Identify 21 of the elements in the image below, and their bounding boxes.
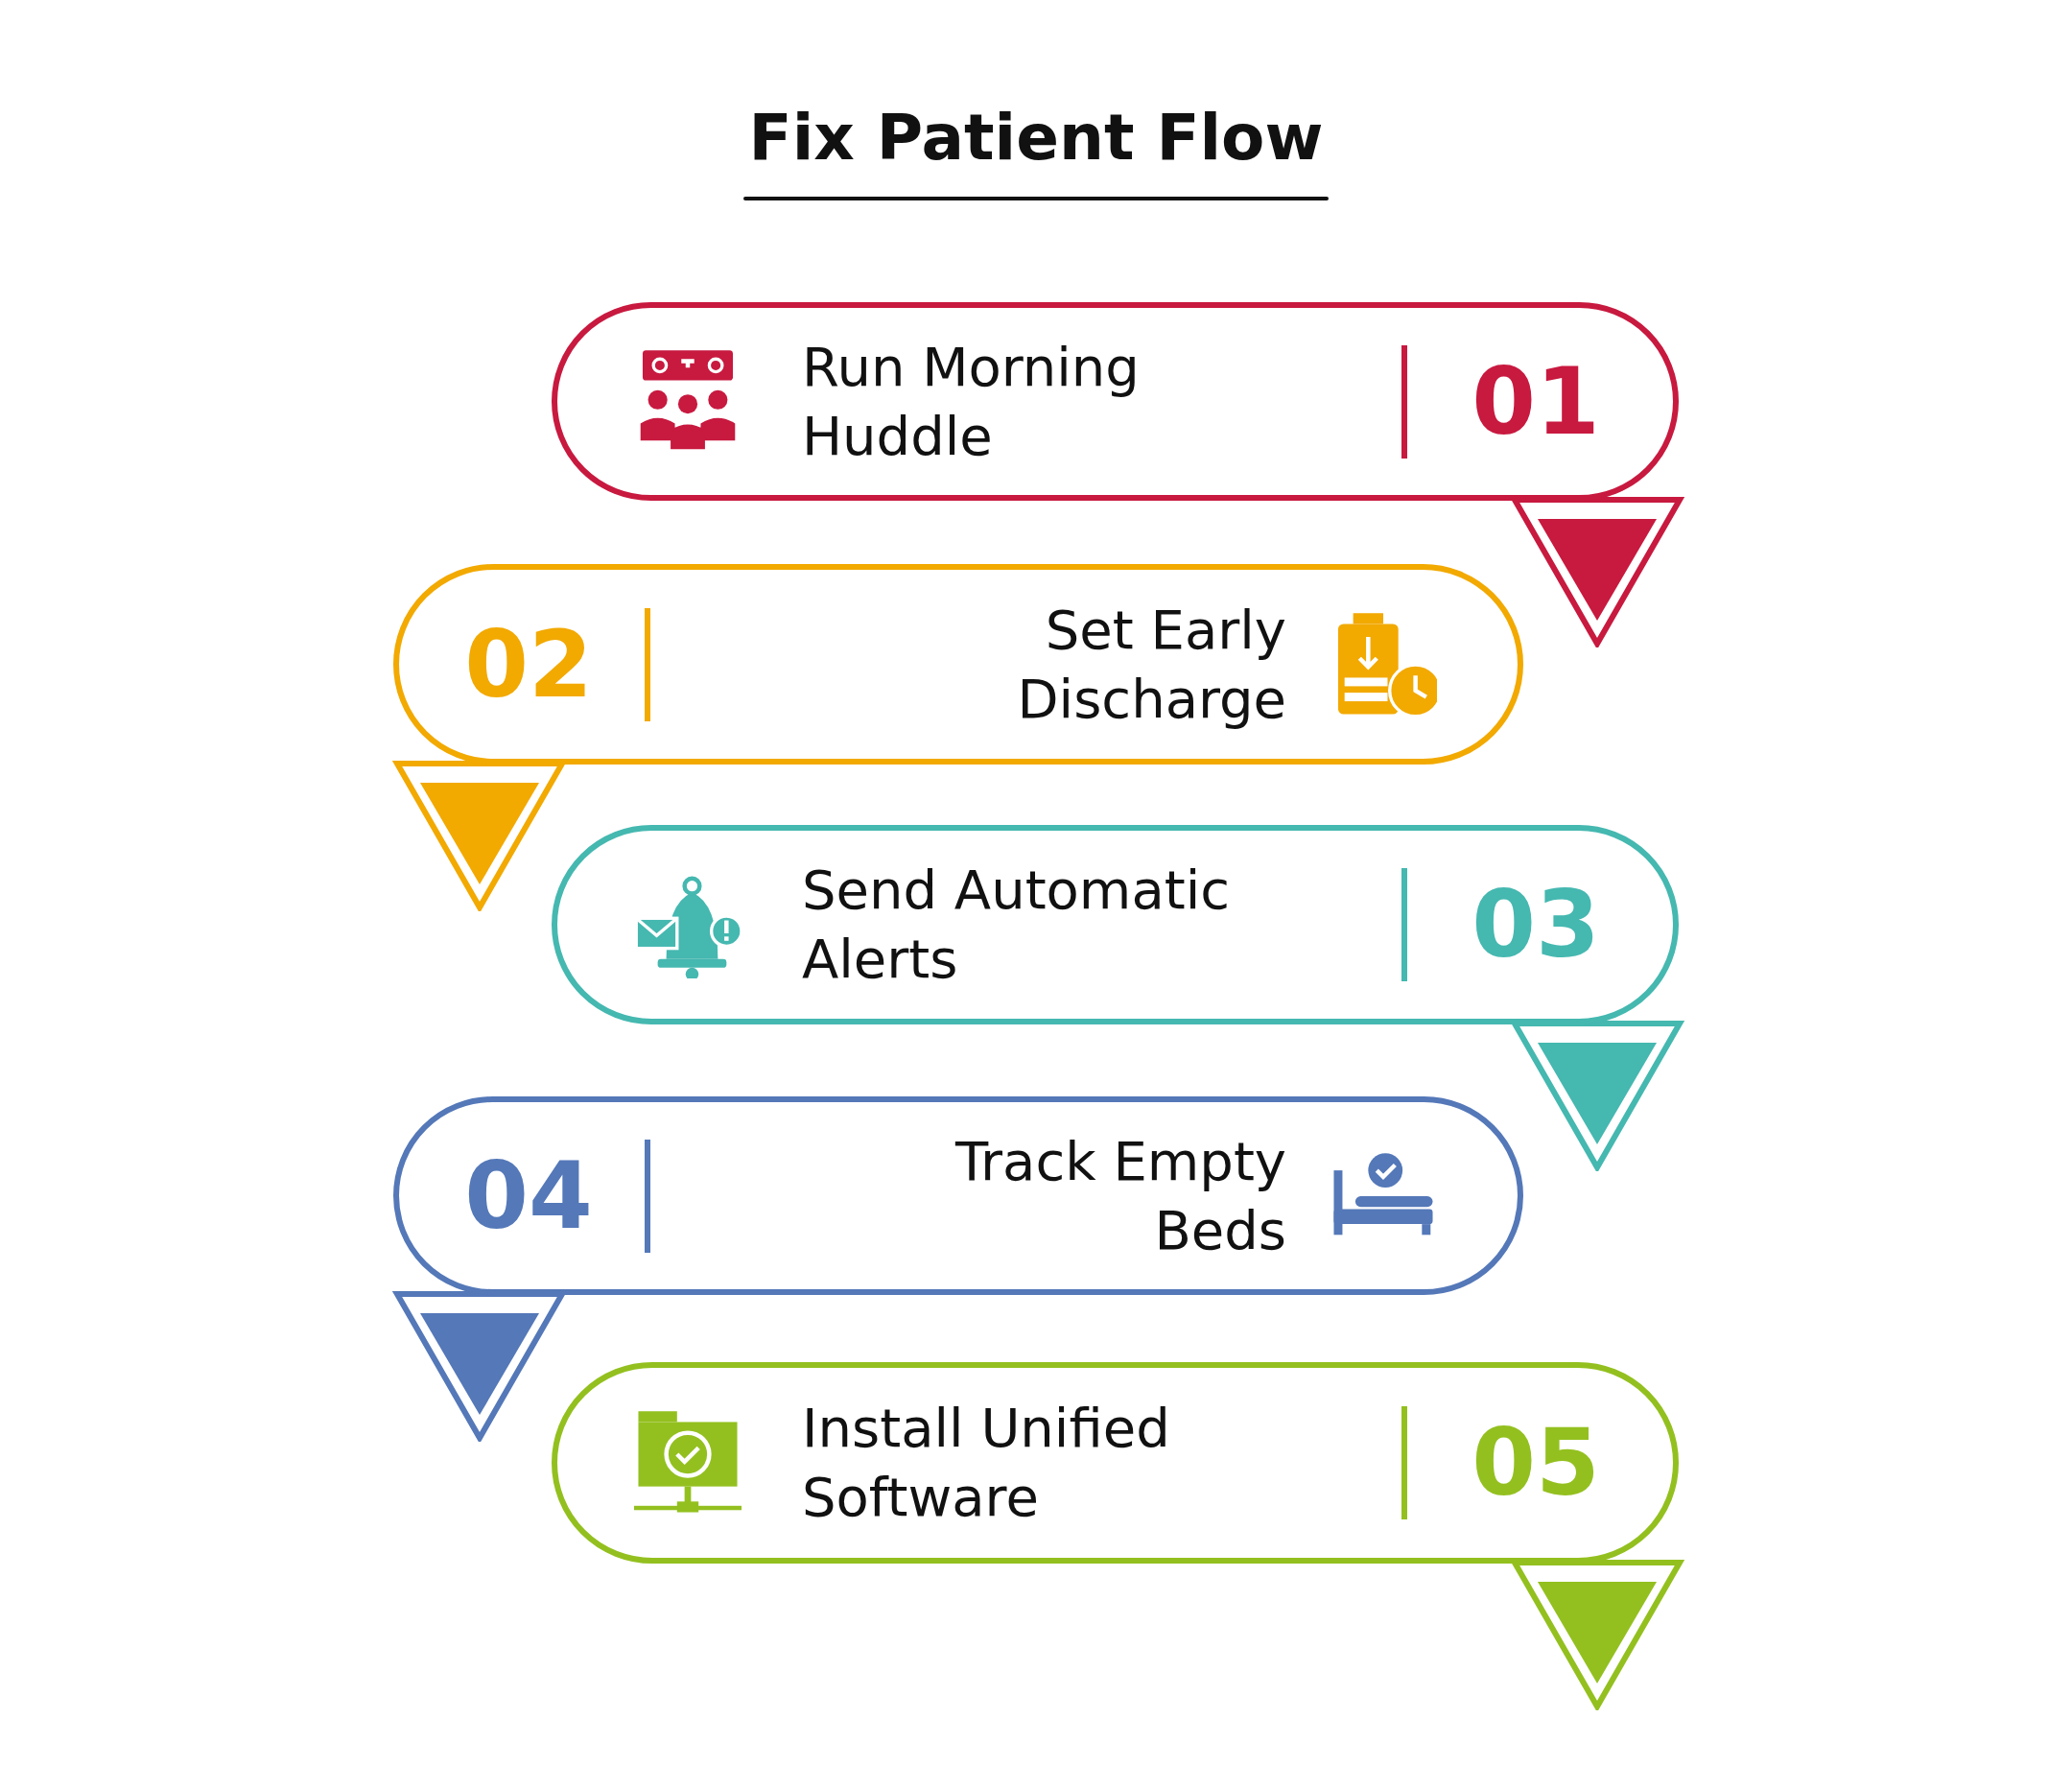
- step-band: [552, 302, 1679, 501]
- step-number: 02: [463, 611, 594, 718]
- step-band: [393, 1096, 1523, 1295]
- step-number: 05: [1471, 1410, 1601, 1516]
- triangle-arrow: [394, 1291, 565, 1441]
- triangle-arrow: [394, 761, 565, 910]
- step-band: [393, 564, 1523, 765]
- step-number: 03: [1471, 872, 1601, 977]
- step-band: [552, 825, 1679, 1024]
- step-label: Install Unified Software: [802, 1396, 1171, 1530]
- step-number: 04: [463, 1142, 594, 1249]
- step-band: [552, 1362, 1679, 1564]
- step-label: Track Empty Beds: [954, 1128, 1286, 1263]
- triangle-arrow: [1512, 1560, 1683, 1709]
- step-number: 01: [1471, 348, 1601, 455]
- triangle-arrow: [1512, 1021, 1683, 1170]
- step-label: Run Morning Huddle: [802, 334, 1141, 469]
- step-label: Send Automatic Alerts: [802, 858, 1232, 992]
- title: Fix Patient Flow: [747, 101, 1325, 175]
- step-label: Set Early Discharge: [1016, 597, 1286, 732]
- triangle-arrow: [1512, 497, 1683, 647]
